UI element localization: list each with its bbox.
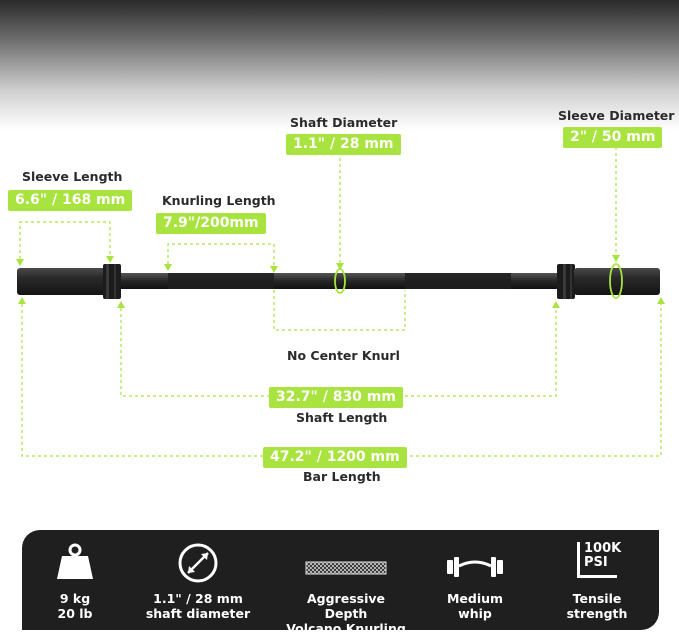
weight-icon <box>57 543 93 579</box>
knurling-icon <box>305 561 387 575</box>
shaft-diameter-value: 1.1" / 28 mm <box>286 134 401 155</box>
dimension-arrows <box>16 255 665 308</box>
whip-icon <box>447 557 503 577</box>
diameter-icon <box>178 543 218 583</box>
left-collar <box>103 264 121 299</box>
knurling-length-title: Knurling Length <box>162 193 276 208</box>
right-knurl <box>405 273 511 289</box>
feature-diameter-line1: 1.1" / 28 mm <box>153 591 243 606</box>
psi-badge-top: 100K <box>584 541 622 556</box>
left-sleeve <box>17 268 106 295</box>
no-center-knurl-title: No Center Knurl <box>287 348 400 363</box>
shaft-diameter-title: Shaft Diameter <box>290 115 398 130</box>
feature-knurling-line2: Volcano Knurling <box>286 621 406 636</box>
shaft-length-value: 32.7" / 830 mm <box>269 387 403 408</box>
sleeve-diameter-value: 2" / 50 mm <box>563 127 663 148</box>
shaft-diameter-ring <box>334 268 346 294</box>
shaft-length-title: Shaft Length <box>296 410 388 425</box>
feature-diameter-line2: shaft diameter <box>145 606 251 621</box>
feature-tensile-line1: Tensile <box>572 591 622 606</box>
sleeve-length-title: Sleeve Length <box>22 169 123 184</box>
knurling-length-value: 7.9"/200mm <box>156 213 266 234</box>
feature-weight-line2: 20 lb <box>57 606 93 621</box>
barbell <box>17 264 660 299</box>
left-knurl <box>168 273 274 289</box>
sleeve-length-value: 6.6" / 168 mm <box>8 190 133 211</box>
psi-badge-icon: 100K PSI <box>577 541 622 578</box>
feature-tensile-line2: strength <box>566 606 628 621</box>
bar-length-title: Bar Length <box>303 469 381 484</box>
dimension-lines <box>19 147 662 457</box>
feature-knurling-line1: Aggressive Depth <box>306 591 385 621</box>
right-sleeve <box>574 268 660 295</box>
psi-badge-bottom: PSI <box>584 555 608 570</box>
feature-whip-line1: Medium <box>446 591 504 606</box>
sleeve-diameter-title: Sleeve Diameter <box>558 108 675 123</box>
feature-weight-line1: 9 kg <box>59 591 91 606</box>
barbell-diagram <box>16 147 665 457</box>
bar-length-value: 47.2" / 1200 mm <box>263 447 407 468</box>
feature-whip-line2: whip <box>458 606 492 621</box>
sleeve-diameter-ring <box>609 263 623 299</box>
